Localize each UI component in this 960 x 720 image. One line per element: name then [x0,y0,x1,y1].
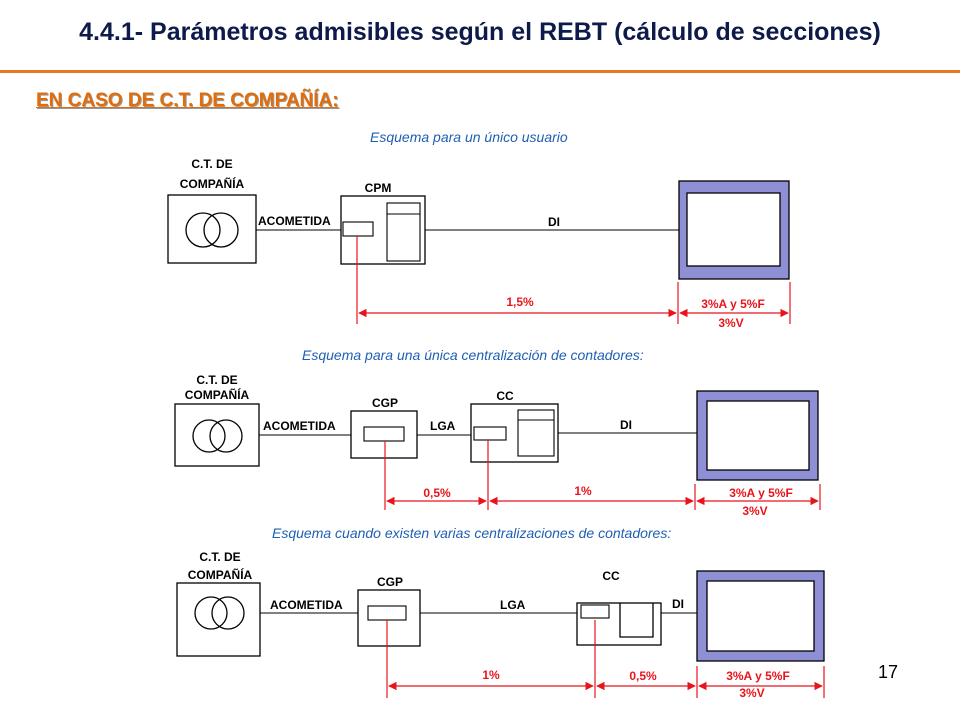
transformer-box [174,403,260,467]
ct-label-line2: COMPAÑÍA [185,387,250,402]
ct-label-line1: C.T. DE [199,550,240,564]
consumer-drop-label-v: 3%V [718,316,743,330]
cpm-box [340,195,426,265]
scheme-caption: Esquema para un único usuario [370,129,568,145]
consumer-panel [696,390,819,481]
ct-label-line1: C.T. DE [196,373,237,387]
ct-label-line2: COMPAÑÍA [188,567,253,582]
transformer-box [167,194,257,264]
voltage-drop-label: 1% [574,484,592,498]
lga-label: LGA [430,419,456,433]
di-label: DI [548,215,560,229]
cgp-box [350,410,418,459]
slide-title: 4.4.1- Parámetros admisibles según el RE… [79,18,881,46]
acometida-label: ACOMETIDA [270,598,343,612]
cc-box [576,602,662,646]
voltage-drop-label: 0,5% [423,486,451,500]
cgp-label: CGP [377,575,403,589]
consumer-drop-label: 3%A y 5%F [729,486,793,500]
scheme-caption: Esquema para una única centralización de… [302,347,644,363]
scheme-caption: Esquema cuando existen varias centraliza… [272,525,671,541]
section-heading: EN CASO DE C.T. DE COMPAÑÍA: [36,90,339,111]
consumer-drop-label-v: 3%V [739,686,764,700]
page-number: 17 [878,662,899,682]
ct-label-line1: C.T. DE [191,157,232,171]
scheme-multiple-centralizations: Esquema cuando existen varias centraliza… [176,525,825,700]
cpm-label: CPM [365,181,392,195]
di-label: DI [620,418,632,432]
ct-label-line2: COMPAÑÍA [180,176,245,191]
cgp-label: CGP [372,396,398,410]
consumer-panel [678,180,790,280]
acometida-label: ACOMETIDA [263,419,336,433]
cgp-box [357,589,421,647]
voltage-drop-label: 1,5% [506,295,534,309]
voltage-drop-label: 0,5% [629,669,657,683]
cc-label: CC [496,389,514,403]
scheme-single-user: Esquema para un único usuario C.T. DE CO… [167,129,791,330]
lga-label: LGA [500,598,526,612]
consumer-drop-label-v: 3%V [742,504,767,518]
cc-box [470,403,559,463]
consumer-drop-label: 3%A y 5%F [701,297,765,311]
consumer-drop-label: 3%A y 5%F [726,669,790,683]
voltage-drop-label: 1% [482,668,500,682]
acometida-label: ACOMETIDA [258,214,331,228]
cc-label: CC [602,569,620,583]
scheme-single-centralization: Esquema para una única centralización de… [174,347,821,518]
transformer-box [176,582,261,657]
di-label: DI [672,597,684,611]
consumer-panel [696,570,825,662]
title-divider [0,70,960,73]
